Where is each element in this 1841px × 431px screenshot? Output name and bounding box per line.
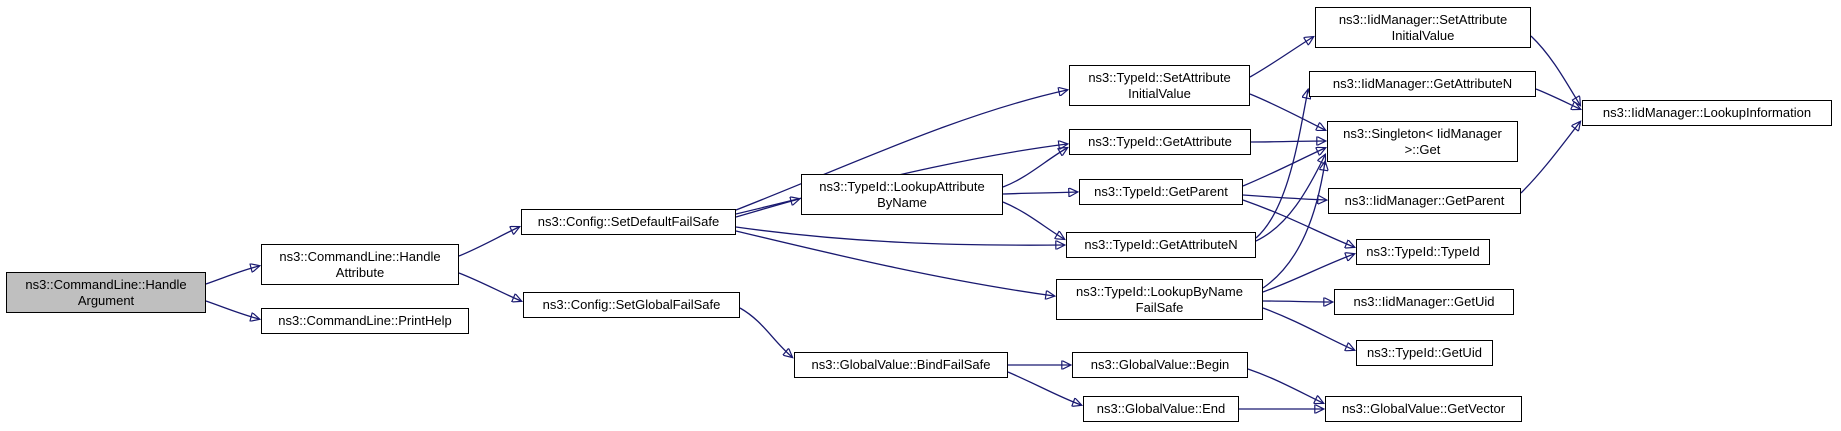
node-label: ns3::Config::SetGlobalFailSafe: [542, 297, 721, 313]
node-typeid-set-attribute-initial-value[interactable]: ns3::TypeId::SetAttribute InitialValue: [1069, 65, 1250, 106]
edge-globalvalue-bind-fail-safe--globalvalue-end: [1007, 371, 1081, 405]
edge-typeid-get-parent--typeid-typeid: [1242, 199, 1354, 247]
edge-typeid-get-attribute--singleton-iidmanager-get: [1250, 141, 1325, 142]
node-label: ns3::TypeId::GetUid: [1367, 345, 1482, 361]
node-label: InitialValue: [1128, 85, 1191, 101]
node-label: ns3::Singleton< IidManager: [1343, 125, 1502, 141]
node-label: ns3::CommandLine::Handle: [25, 276, 187, 292]
node-label: ns3::IidManager::GetAttributeN: [1332, 76, 1513, 92]
edge-commandline-handle-argument--commandline-handle-attribute: [205, 266, 259, 285]
node-commandline-handle-argument: ns3::CommandLine::Handle Argument: [6, 272, 206, 313]
edge-typeid-lookup-attribute-by-name--typeid-get-attribute-n: [1002, 201, 1064, 239]
node-iidmanager-set-attribute-initial-value[interactable]: ns3::IidManager::SetAttribute InitialVal…: [1315, 7, 1531, 48]
edge-typeid-lookup-by-name-fail-safe--typeid-get-uid: [1262, 307, 1354, 350]
node-label: ns3::GlobalValue::GetVector: [1341, 401, 1506, 417]
edge-config-set-default-fail-safe--typeid-lookup-by-name-fail-safe: [735, 230, 1054, 296]
node-iidmanager-lookup-information[interactable]: ns3::IidManager::LookupInformation: [1582, 100, 1832, 126]
edge-iidmanager-get-attribute-n--iidmanager-lookup-information: [1535, 88, 1580, 109]
node-label: InitialValue: [1391, 27, 1455, 43]
edge-commandline-handle-attribute--config-set-default-fail-safe: [458, 227, 519, 257]
node-label: ns3::TypeId::SetAttribute: [1088, 69, 1231, 85]
edge-config-set-default-fail-safe--typeid-get-attribute: [735, 144, 1067, 215]
node-label: ns3::TypeId::GetAttributeN: [1084, 237, 1238, 253]
node-singleton-iidmanager-get[interactable]: ns3::Singleton< IidManager >::Get: [1327, 121, 1518, 162]
edge-config-set-global-fail-safe--globalvalue-bind-fail-safe: [739, 307, 792, 357]
edge-typeid-lookup-attribute-by-name--typeid-get-attribute: [1002, 148, 1067, 188]
node-iidmanager-get-parent[interactable]: ns3::IidManager::GetParent: [1328, 188, 1521, 214]
edge-iidmanager-set-attribute-initial-value--iidmanager-lookup-information: [1530, 35, 1580, 105]
edge-config-set-default-fail-safe--typeid-lookup-attribute-by-name: [735, 199, 799, 218]
node-label: Attribute: [335, 264, 385, 280]
node-label: ns3::TypeId::LookupAttribute: [819, 178, 985, 194]
node-label: >::Get: [1404, 141, 1441, 157]
node-typeid-get-parent[interactable]: ns3::TypeId::GetParent: [1079, 179, 1243, 205]
node-commandline-handle-attribute[interactable]: ns3::CommandLine::Handle Attribute: [261, 244, 459, 285]
node-label: ns3::CommandLine::PrintHelp: [278, 313, 452, 329]
node-typeid-lookup-attribute-by-name[interactable]: ns3::TypeId::LookupAttribute ByName: [801, 174, 1003, 215]
edge-typeid-lookup-attribute-by-name--typeid-get-parent: [1002, 192, 1077, 194]
edge-typeid-get-parent--singleton-iidmanager-get: [1242, 148, 1325, 187]
edge-typeid-lookup-by-name-fail-safe--singleton-iidmanager-get: [1262, 162, 1325, 289]
node-label: ns3::GlobalValue::Begin: [1090, 357, 1230, 373]
node-label: ns3::IidManager::SetAttribute: [1338, 11, 1508, 27]
node-globalvalue-get-vector[interactable]: ns3::GlobalValue::GetVector: [1325, 396, 1522, 422]
node-typeid-lookup-by-name-fail-safe[interactable]: ns3::TypeId::LookupByName FailSafe: [1056, 279, 1263, 320]
node-typeid-typeid[interactable]: ns3::TypeId::TypeId: [1356, 239, 1490, 265]
node-globalvalue-bind-fail-safe[interactable]: ns3::GlobalValue::BindFailSafe: [794, 352, 1008, 378]
edge-globalvalue-begin--globalvalue-get-vector: [1247, 368, 1323, 403]
node-config-set-global-fail-safe[interactable]: ns3::Config::SetGlobalFailSafe: [523, 292, 740, 318]
node-globalvalue-begin[interactable]: ns3::GlobalValue::Begin: [1072, 352, 1248, 378]
node-config-set-default-fail-safe[interactable]: ns3::Config::SetDefaultFailSafe: [521, 209, 736, 235]
node-label: ns3::CommandLine::Handle: [279, 248, 441, 264]
node-typeid-get-attribute[interactable]: ns3::TypeId::GetAttribute: [1069, 129, 1251, 155]
node-typeid-get-uid[interactable]: ns3::TypeId::GetUid: [1356, 340, 1493, 366]
node-iidmanager-get-uid[interactable]: ns3::IidManager::GetUid: [1334, 289, 1514, 315]
node-label: ns3::TypeId::GetParent: [1094, 184, 1228, 200]
node-globalvalue-end[interactable]: ns3::GlobalValue::End: [1083, 396, 1239, 422]
node-label: Argument: [77, 292, 135, 308]
node-label: ns3::GlobalValue::End: [1096, 401, 1226, 417]
edge-typeid-lookup-by-name-fail-safe--iidmanager-get-uid: [1262, 301, 1332, 302]
edge-config-set-default-fail-safe--typeid-get-attribute-n: [735, 226, 1064, 245]
edge-typeid-get-attribute-n--iidmanager-get-attribute-n: [1255, 90, 1308, 239]
node-typeid-get-attribute-n[interactable]: ns3::TypeId::GetAttributeN: [1066, 232, 1256, 258]
node-label: ByName: [877, 194, 927, 210]
node-label: ns3::IidManager::GetUid: [1353, 294, 1495, 310]
edge-iidmanager-get-parent--iidmanager-lookup-information: [1520, 122, 1580, 194]
edge-typeid-set-attribute-initial-value--iidmanager-set-attribute-initial-value: [1249, 37, 1313, 78]
edge-typeid-get-parent--iidmanager-get-parent: [1242, 194, 1326, 200]
node-iidmanager-get-attribute-n[interactable]: ns3::IidManager::GetAttributeN: [1309, 71, 1536, 97]
node-label: ns3::TypeId::TypeId: [1366, 244, 1480, 260]
edge-config-set-default-fail-safe--typeid-set-attribute-initial-value: [735, 90, 1067, 211]
node-label: FailSafe: [1135, 299, 1184, 315]
node-label: ns3::TypeId::GetAttribute: [1088, 134, 1232, 150]
node-label: ns3::TypeId::LookupByName: [1076, 283, 1243, 299]
node-label: ns3::GlobalValue::BindFailSafe: [811, 357, 991, 373]
edge-typeid-lookup-by-name-fail-safe--typeid-typeid: [1262, 254, 1354, 293]
node-commandline-print-help[interactable]: ns3::CommandLine::PrintHelp: [261, 308, 469, 334]
node-label: ns3::IidManager::LookupInformation: [1602, 105, 1812, 121]
node-label: ns3::Config::SetDefaultFailSafe: [537, 214, 720, 230]
edge-commandline-handle-argument--commandline-print-help: [205, 300, 259, 319]
edge-typeid-set-attribute-initial-value--singleton-iidmanager-get: [1249, 93, 1325, 130]
edge-commandline-handle-attribute--config-set-global-fail-safe: [458, 272, 521, 301]
node-label: ns3::IidManager::GetParent: [1344, 193, 1505, 209]
